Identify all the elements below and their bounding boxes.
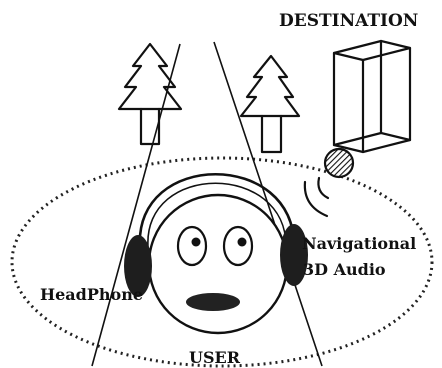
right-eye [224,227,252,265]
user-face-icon [149,195,287,333]
left-eye [178,227,206,265]
sound-source-icon [325,149,353,177]
pine-tree-icon [241,56,299,152]
user-label: USER [189,348,241,367]
sound-wave-inner [318,178,328,198]
right-pupil [238,238,247,247]
destination-label: DESTINATION [279,11,418,31]
left-pupil [192,238,201,247]
navigational-label: Navigational [302,234,416,253]
sound-wave-outer [305,182,327,216]
face-outline [149,195,287,333]
headphone-label: HeadPhone [40,285,143,304]
mouth [186,293,240,311]
building-icon [334,41,410,152]
pine-tree-icon [119,44,181,144]
audio-label: 3D Audio [303,260,386,279]
